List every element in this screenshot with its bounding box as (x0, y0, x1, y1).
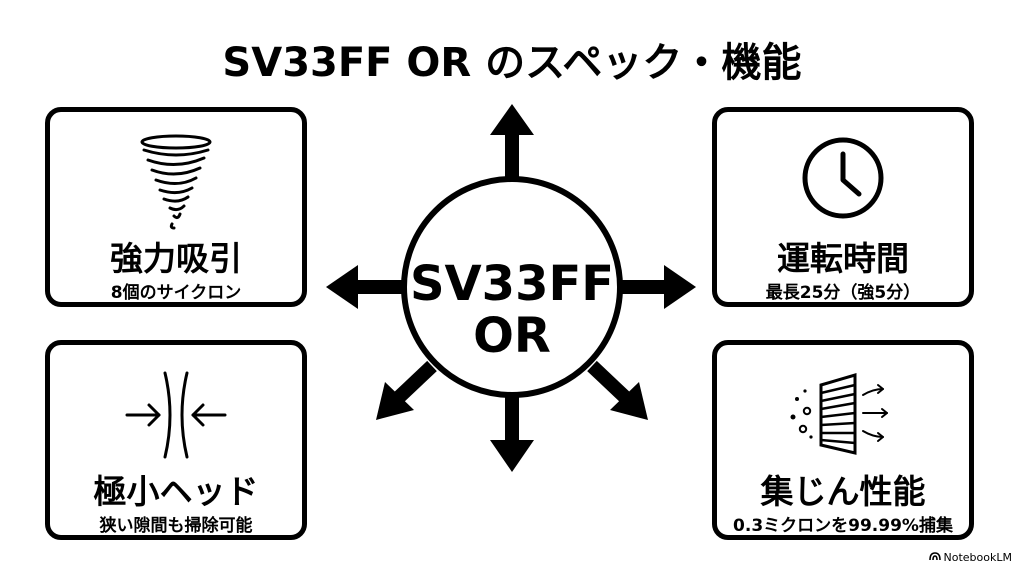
credit-text: NotebookLM (943, 551, 1012, 564)
page-title: SV33FF OR のスペック・機能 (222, 40, 802, 86)
arrow-down (490, 392, 534, 472)
arrow-left (326, 265, 410, 309)
hub-circle (401, 176, 623, 398)
card-runtime: 運転時間 最長25分（強5分） (712, 107, 974, 307)
card-filtration-sub: 0.3ミクロンを99.99%捕集 (733, 516, 953, 536)
arrow-down-right (587, 360, 648, 420)
card-head: 極小ヘッド 狭い隙間も掃除可能 (45, 340, 307, 540)
card-suction-heading: 強力吸引 (110, 239, 242, 278)
tornado-icon (50, 132, 302, 232)
arrow-down-left (376, 360, 437, 420)
card-suction: 強力吸引 8個のサイクロン (45, 107, 307, 307)
card-suction-sub: 8個のサイクロン (110, 283, 242, 303)
narrow-arrows-icon (50, 365, 302, 465)
card-runtime-sub: 最長25分（強5分） (765, 283, 921, 303)
hub-label-variant: OR (473, 308, 551, 364)
arrow-right (614, 265, 696, 309)
card-filtration: 集じん性能 0.3ミクロンを99.99%捕集 (712, 340, 974, 540)
credit: NotebookLM (928, 551, 1012, 564)
card-head-sub: 狭い隙間も掃除可能 (99, 516, 253, 536)
clock-icon (717, 132, 969, 232)
card-head-heading: 極小ヘッド (93, 472, 259, 511)
hub-label-model: SV33FF (409, 256, 615, 312)
filter-icon (717, 365, 969, 465)
card-runtime-heading: 運転時間 (777, 239, 909, 278)
notebooklm-logo-icon (928, 551, 941, 564)
arrow-up (490, 104, 534, 178)
card-filtration-heading: 集じん性能 (760, 472, 926, 511)
